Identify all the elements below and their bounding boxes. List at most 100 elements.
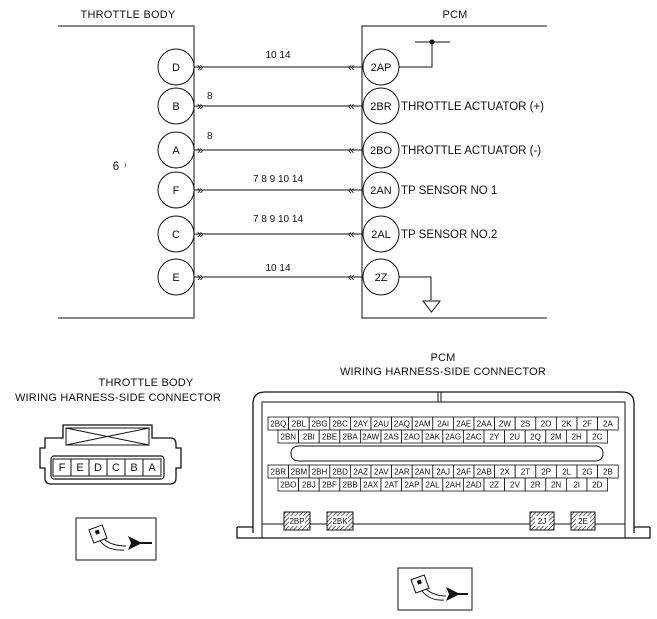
- wire-notes: 7 8 9 10 14: [253, 174, 303, 185]
- connector-view-icon: [75, 517, 157, 561]
- male-mark: »: [197, 62, 203, 74]
- throttle-body-header: THROTTLE BODY: [81, 9, 176, 21]
- throttle-body-box: [58, 25, 195, 319]
- pcm-connector-pin: 2BI: [303, 433, 315, 442]
- tb-connector-pins: F E D C B A: [52, 458, 162, 477]
- pcm-connector-pin: 2BG: [311, 420, 327, 429]
- throttle-body-note: 6: [113, 161, 119, 173]
- pcm-connector-pin: 2BH: [312, 468, 328, 477]
- pcm-pin-label: 2Z: [375, 272, 388, 284]
- pcm-connector-pin: 2AA: [477, 420, 493, 429]
- wire-row-3: A » « 8 2BO THROTTLE ACTUATOR (-): [157, 131, 541, 169]
- svg-text:«: «: [348, 145, 354, 157]
- pcm-connector-pin: 2C: [592, 433, 602, 442]
- pcm-connector-pin: 2AI: [437, 420, 449, 429]
- junction-dot: [429, 39, 435, 45]
- signal-label: TP SENSOR NO 1: [401, 185, 497, 197]
- wire-notes: 10 14: [265, 50, 290, 61]
- pcm-connector-pin: 2AR: [394, 468, 410, 477]
- pcm-connector-pin: 2D: [592, 481, 602, 490]
- pcm-connector-pin: 2BD: [332, 468, 348, 477]
- pcm-connector-pin: 2H: [572, 433, 582, 442]
- pcm-connector-pin: 2AC: [466, 433, 482, 442]
- pcm-connector-pin: 2AO: [404, 433, 420, 442]
- svg-text:»: »: [197, 229, 203, 241]
- pcm-connector-pin: 2N: [551, 481, 561, 490]
- wire-row-5: C » « 7 8 9 10 14 2AL TP SENSOR NO.2: [157, 214, 497, 253]
- pcm-connector-pin: 2AT: [384, 481, 398, 490]
- pcm-pin-label: 2BR: [370, 101, 391, 113]
- tb-connector-pin: D: [94, 462, 102, 474]
- pcm-connector-pin: 2K: [562, 420, 572, 429]
- pcm-connector-pin: 2M: [551, 433, 562, 442]
- pcm-pin-label: 2AL: [371, 229, 391, 241]
- pcm-bottom-pins: 2BP 2BK 2J 2E: [283, 511, 596, 531]
- wire-notes: 8: [207, 91, 213, 102]
- pcm-bottom-pin: 2J: [538, 517, 546, 526]
- pcm-connector-pin: 2AD: [466, 481, 482, 490]
- pcm-connector-pin: 2BQ: [270, 420, 286, 429]
- wire-notes: 8: [207, 131, 213, 142]
- tb-connector-pin: A: [148, 462, 156, 474]
- pcm-connector-cell: [586, 429, 609, 444]
- pcm-connector-pin: 2AK: [425, 433, 441, 442]
- pcm-connector-pin: 2BE: [322, 433, 337, 442]
- svg-text:«: «: [348, 185, 354, 197]
- pcm-connector-pin: 2F: [583, 420, 592, 429]
- pcm-connector-pin: 2BN: [281, 433, 297, 442]
- tb-pin-label: E: [172, 272, 179, 284]
- pcm-connector-pin: 2AZ: [353, 468, 368, 477]
- wire-row-4: F » « 7 8 9 10 14 2AN TP SENSOR NO 1: [157, 171, 497, 209]
- wire-row-2: B » « 8 2BR THROTTLE ACTUATOR (+): [157, 87, 544, 125]
- pcm-connector-title-1: PCM: [430, 352, 455, 364]
- pcm-connector-pin: 2AJ: [436, 468, 450, 477]
- pcm-connector-pin: 2AG: [445, 433, 461, 442]
- tb-terminal: [157, 48, 195, 86]
- pcm-connector-pin: 2AX: [363, 481, 379, 490]
- tb-connector-pin: C: [112, 462, 120, 474]
- pcm-connector-pin: 2BO: [280, 481, 296, 490]
- pcm-connector-pin: 2AW: [362, 433, 379, 442]
- pcm-connector-title-2: WIRING HARNESS-SIDE CONNECTOR: [340, 366, 546, 378]
- pcm-connector-pin: 2AY: [353, 420, 368, 429]
- pcm-connector-pin: 2AS: [384, 433, 399, 442]
- ground-line: [399, 276, 432, 300]
- pcm-connector-pin: 2BJ: [302, 481, 316, 490]
- pcm-connector-pin: 2BF: [322, 481, 337, 490]
- svg-text:»: »: [197, 145, 203, 157]
- pcm-connector-pin: 2Y: [489, 433, 499, 442]
- svg-text:»: »: [197, 272, 203, 284]
- pcm-connector-pin: 2BM: [291, 468, 308, 477]
- pcm-connector-pin: 2AE: [456, 420, 471, 429]
- pcm-connector-pin: 2G: [582, 468, 593, 477]
- pcm-bottom-pin: 2BP: [289, 517, 304, 526]
- wire-notes: 7 8 9 10 14: [253, 214, 303, 225]
- svg-text:«: «: [348, 229, 354, 241]
- pcm-connector-pin: 2B: [603, 468, 613, 477]
- svg-text:»: »: [197, 101, 203, 113]
- svg-text:«: «: [348, 272, 354, 284]
- pcm-connector-pin: 2L: [562, 468, 571, 477]
- pcm-connector-pin: 2AM: [414, 420, 431, 429]
- pcm-connector-pin: 2T: [521, 468, 530, 477]
- pcm-pin-label: 2AP: [371, 62, 392, 74]
- wire-notes: 10 14: [265, 263, 290, 274]
- wire-row-1: D » « 10 14 2AP: [157, 48, 400, 86]
- pcm-connector-pin: 2AH: [445, 481, 461, 490]
- signal-label: THROTTLE ACTUATOR (+): [401, 101, 544, 113]
- tb-pin-label: C: [172, 229, 180, 241]
- tb-connector-pin: E: [76, 462, 83, 474]
- pcm-connector-pin: 2Z: [490, 481, 499, 490]
- pcm-pin-label: 2AN: [370, 185, 391, 197]
- tb-connector-title-2: WIRING HARNESS-SIDE CONNECTOR: [15, 392, 221, 404]
- wire-row-6: E » « 10 14 2Z: [157, 258, 400, 296]
- pcm-connector-pin: 2AF: [456, 468, 471, 477]
- pcm-connector-pin: 2BB: [343, 481, 358, 490]
- pcm-connector-pin: 2S: [521, 420, 531, 429]
- pcm-connector-pin: 2O: [541, 420, 552, 429]
- signal-label: TP SENSOR NO.2: [401, 229, 497, 241]
- pcm-connector-pin: 2P: [541, 468, 551, 477]
- pcm-pin-label: 2BO: [370, 145, 392, 157]
